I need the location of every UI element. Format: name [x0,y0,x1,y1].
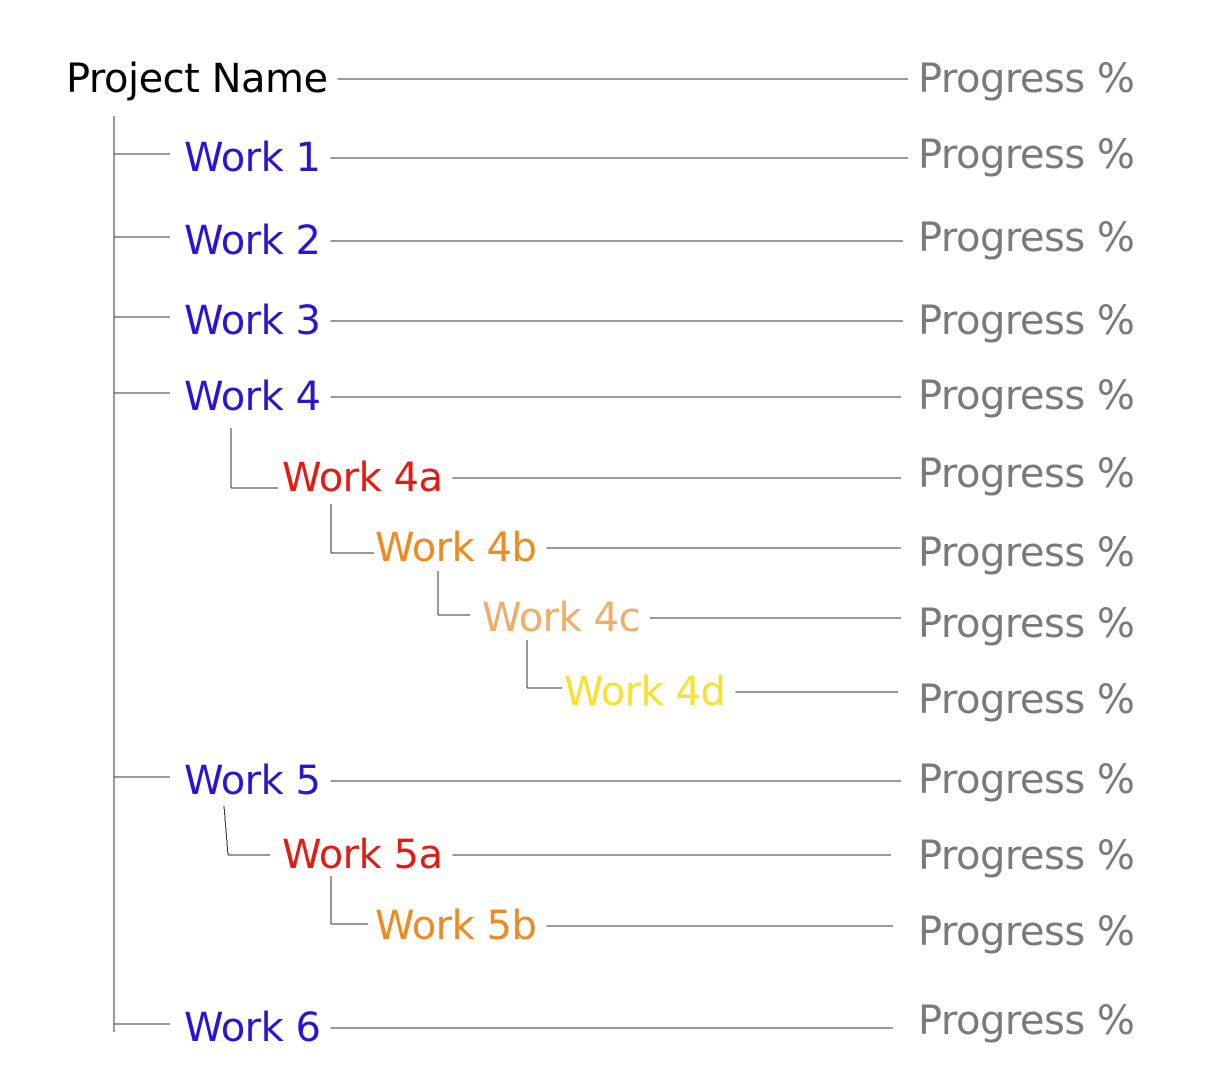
work-2-label: Work 2 [184,218,321,264]
work-4c-label: Work 4c [482,595,640,641]
work-4b-progress: Progress % [918,530,1135,576]
elbow-vertical [223,805,229,856]
work-5a-progress: Progress % [918,833,1135,879]
work-2-progress: Progress % [918,215,1135,261]
work-6-progress: Progress % [918,998,1135,1044]
work-4a-progress: Progress % [918,451,1135,497]
work-1-progress: Progress % [918,132,1135,178]
project-progress-label: Progress % [918,56,1135,102]
work-1-label: Work 1 [184,135,321,181]
work-6-label: Work 6 [184,1005,321,1051]
work-4a-label: Work 4a [282,455,443,501]
work-3-progress: Progress % [918,298,1135,344]
work-4d-progress: Progress % [918,677,1135,723]
work-4b-label: Work 4b [375,525,537,571]
work-5b-progress: Progress % [918,909,1135,955]
work-3-label: Work 3 [184,298,321,344]
work-5-label: Work 5 [184,758,321,804]
work-5b-label: Work 5b [375,903,537,949]
work-4c-progress: Progress % [918,601,1135,647]
work-4-label: Work 4 [184,374,321,420]
work-5-progress: Progress % [918,757,1135,803]
work-4d-label: Work 4d [564,669,726,715]
project-name-label: Project Name [66,56,328,102]
work-4-progress: Progress % [918,373,1135,419]
work-5a-label: Work 5a [282,832,443,878]
